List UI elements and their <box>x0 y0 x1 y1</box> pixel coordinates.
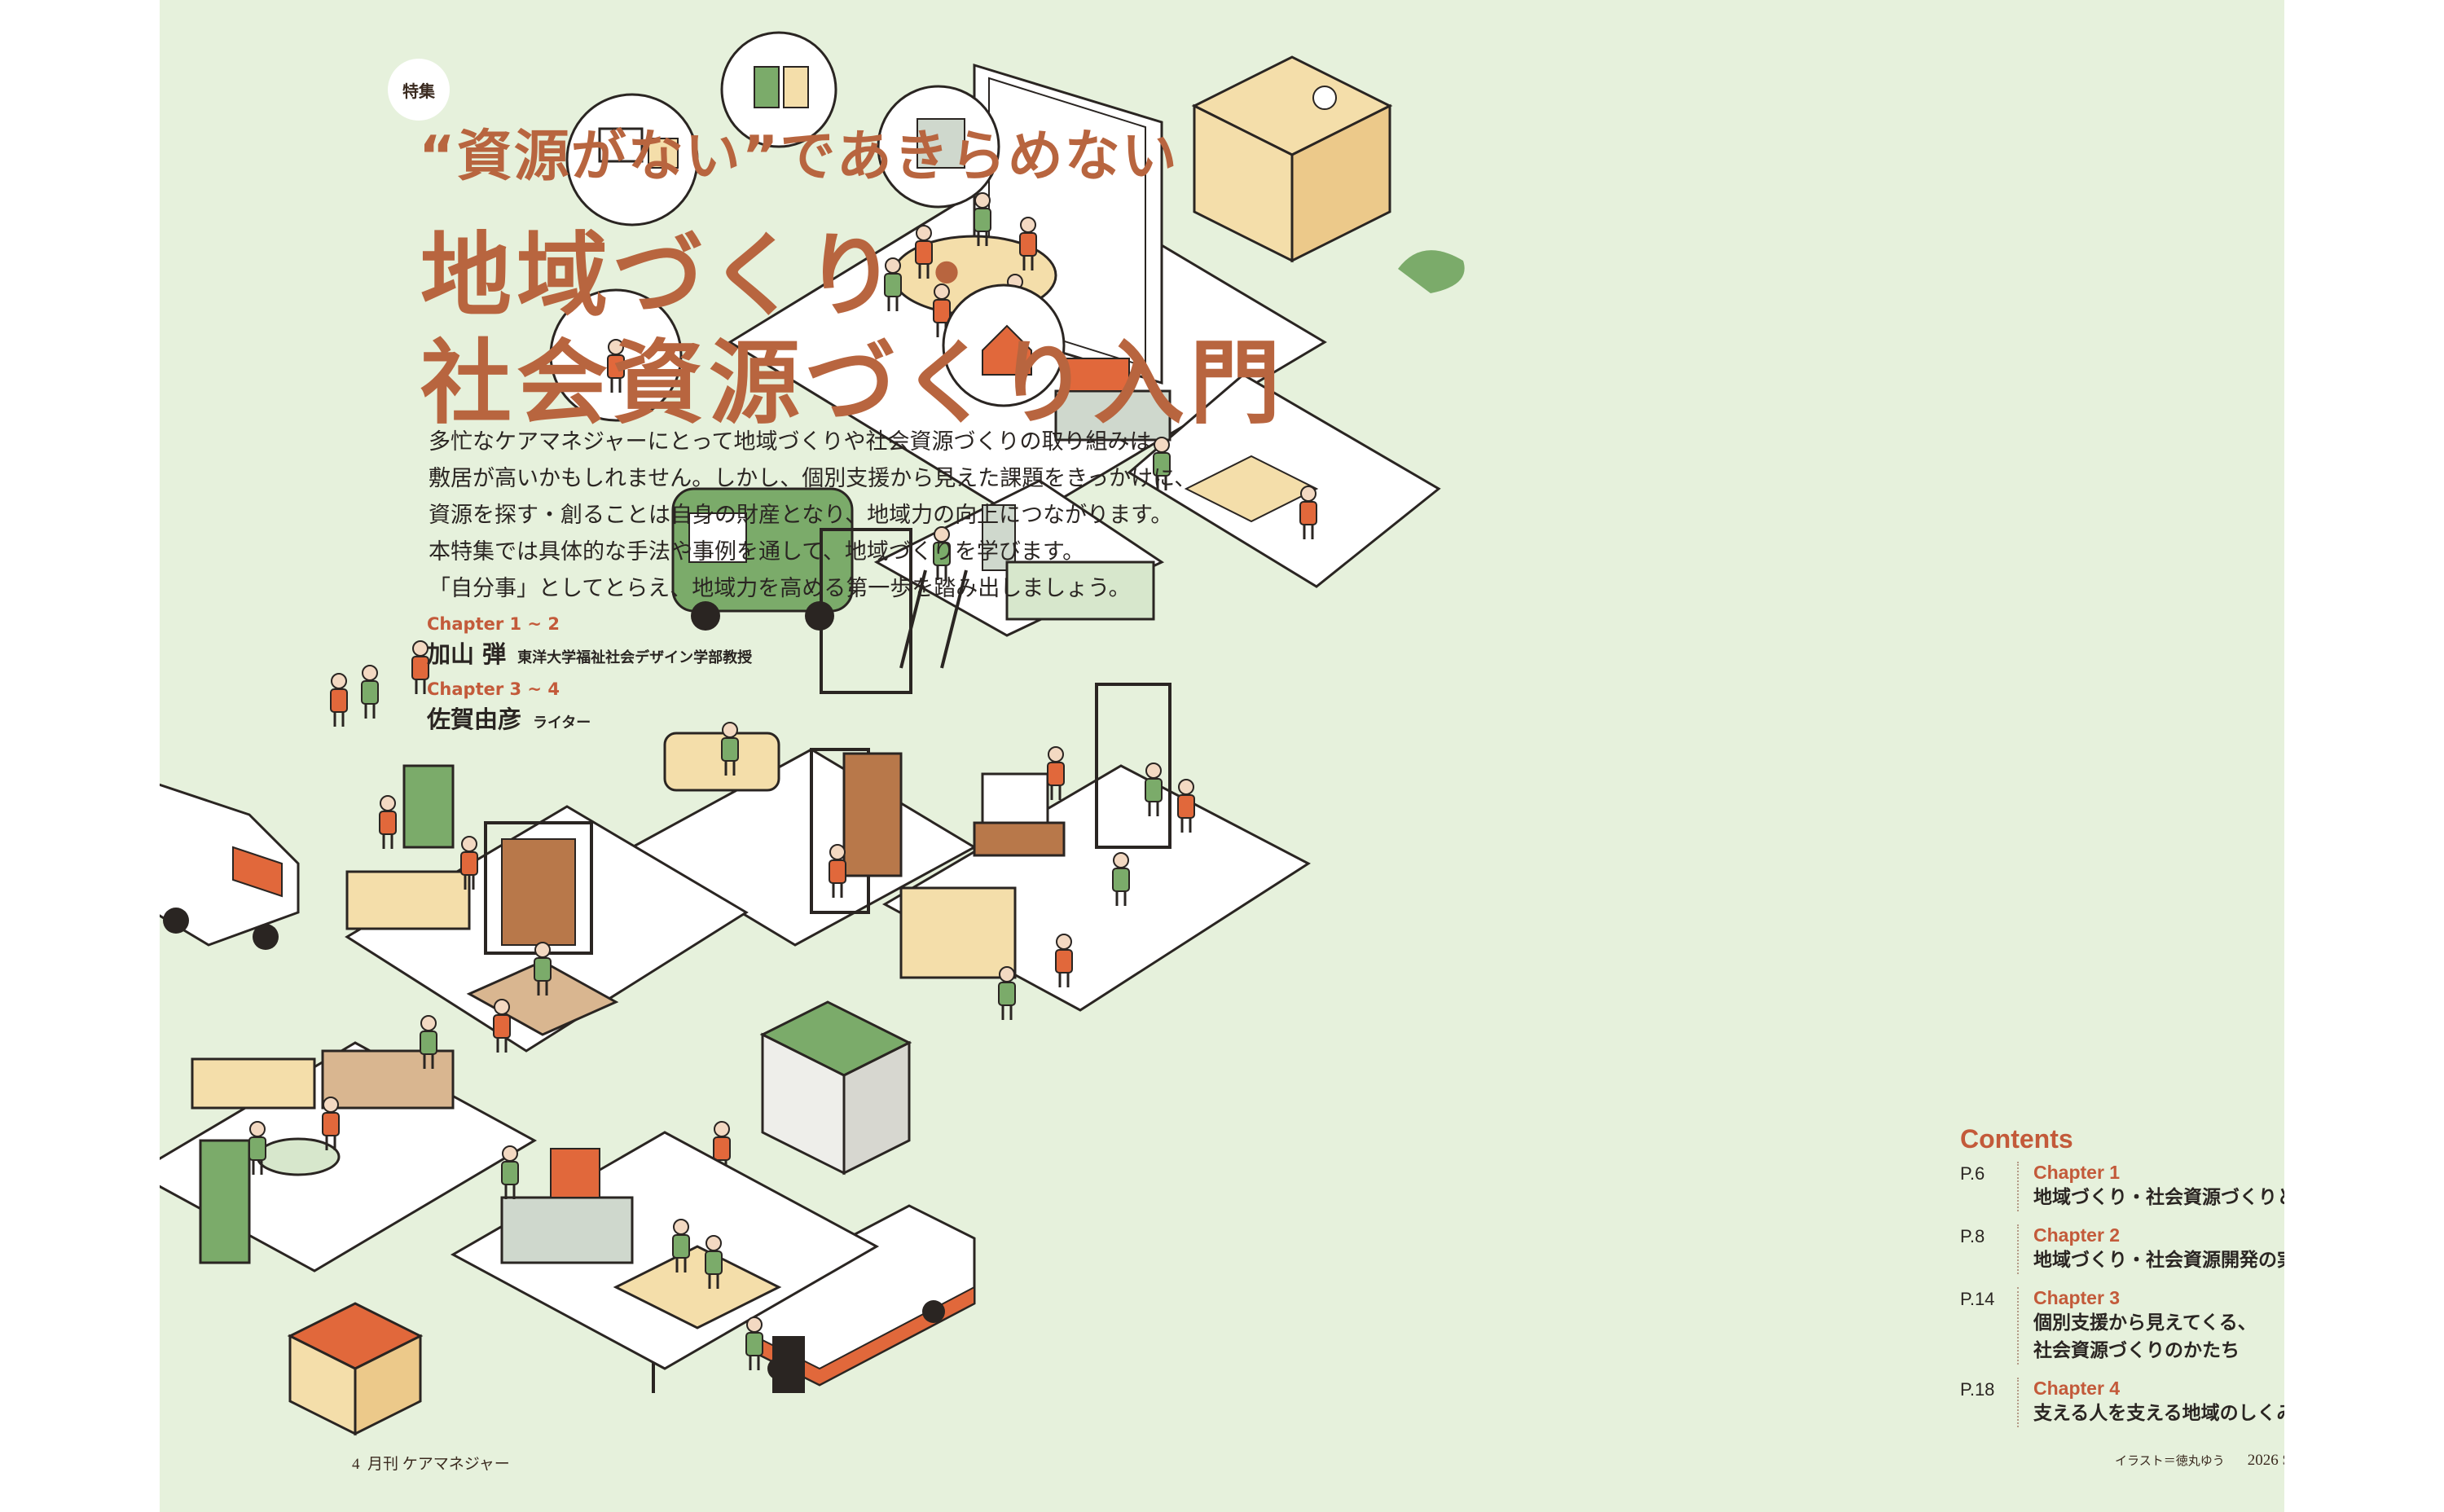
author-name: 佐賀由彦 <box>427 705 522 733</box>
lead-line: 「自分事」としてとらえ、地域力を高める第一歩を踏み出しましょう。 <box>429 576 1131 601</box>
lead-line: 資源を探す・創ることは自身の財産となり、地域力の向上につながります。 <box>429 503 1173 528</box>
credit-author: 佐賀由彦ライター <box>427 701 591 735</box>
dining-scene <box>345 764 749 1054</box>
child-figure <box>329 672 349 728</box>
author-name: 加山 弾 <box>427 640 507 668</box>
child-figure <box>360 664 380 720</box>
page-number: 4 <box>352 1456 360 1473</box>
shop-building <box>287 1302 424 1436</box>
toc-item[interactable]: P.6 Chapter 1 地域づくり・社会資源づくりとは？ <box>1960 1162 2284 1211</box>
reception-scene <box>160 1014 538 1272</box>
author-role: ライター <box>533 714 591 732</box>
table-of-contents: P.6 Chapter 1 地域づくり・社会資源づくりとは？ P.8 Chapt… <box>1960 1162 2284 1440</box>
feature-title-line-2: 社会資源づくり入門 <box>420 331 1286 437</box>
magazine-title: 月刊 ケアマネジャー <box>367 1456 510 1473</box>
isometric-town-illustration <box>160 31 1465 1436</box>
feature-subtitle: “資源がない”であきらめない <box>419 125 1179 189</box>
toc-item[interactable]: P.14 Chapter 3 個別支援から見えてくる、 社会資源づくりのかたち <box>1960 1287 2284 1365</box>
lead-paragraph: 多忙なケアマネジャーにとって地域づくりや社会資源づくりの取り組みは 敷居が高いか… <box>429 424 1259 607</box>
toc-page-number: P.14 <box>1960 1289 1995 1309</box>
office-scene <box>1054 358 1441 588</box>
toc-page-number: P.6 <box>1960 1163 1985 1184</box>
meeting-room-scene <box>549 31 1327 523</box>
contents-heading: Contents <box>1960 1124 2073 1154</box>
ambulance <box>160 783 300 950</box>
lead-line: 多忙なケアマネジャーにとって地域づくりや社会資源づくりの取り組みは <box>429 429 1152 455</box>
toc-title: 社会資源づくりのかたち <box>2033 1340 2240 1361</box>
feature-tag: 特集 <box>388 59 450 121</box>
toc-chapter: Chapter 3 <box>2033 1287 2121 1308</box>
feature-title-line-1: 地域づくり・ <box>420 223 997 329</box>
credit-chapter: Chapter 1 ~ 2 <box>427 614 560 634</box>
issue-date: 2026 September <box>2247 1452 2284 1469</box>
food-prep-scene <box>450 1131 880 1393</box>
hospital-building <box>759 1000 912 1176</box>
illustrator-credit: イラスト＝徳丸ゆう <box>2115 1453 2225 1468</box>
bus-scene <box>671 487 854 631</box>
author-role: 東洋大学福祉社会デザイン学部教授 <box>517 649 753 666</box>
recreation-scene <box>881 683 1311 1022</box>
kitchen-ladder-scene <box>820 479 1165 694</box>
lead-line: 敷居が高いかもしれません。しかし、個別支援から見えた課題をきっかけに、 <box>429 466 1197 491</box>
toc-title: 個別支援から見えてくる、 <box>2033 1312 2257 1334</box>
toc-chapter: Chapter 1 <box>2033 1162 2121 1183</box>
toc-item[interactable]: P.8 Chapter 2 地域づくり・社会資源開発の実際 <box>1960 1224 2284 1274</box>
school-building <box>1191 55 1465 293</box>
toc-chapter: Chapter 2 <box>2033 1224 2121 1246</box>
toc-page-number: P.18 <box>1960 1379 1995 1400</box>
magazine-spread: 特集 “資源がない”であきらめない 地域づくり・ 社会資源づくり入門 多忙なケア… <box>160 0 2284 1512</box>
toc-title: 地域づくり・社会資源開発の実際 <box>2033 1250 2284 1271</box>
elder-figure <box>411 640 430 696</box>
toc-item[interactable]: P.18 Chapter 4 支える人を支える地域のしくみ <box>1960 1378 2284 1427</box>
credit-author: 加山 弾東洋大学福祉社会デザイン学部教授 <box>427 635 752 670</box>
credit-chapter: Chapter 3 ~ 4 <box>427 679 560 699</box>
folio-left: 4 月刊 ケアマネジャー <box>352 1452 510 1474</box>
lead-line: 本特集では具体的な手法や事例を通して、地域づくりを学びます。 <box>429 539 1085 565</box>
toc-title: 支える人を支える地域のしくみ <box>2033 1403 2284 1424</box>
toc-chapter: Chapter 4 <box>2033 1378 2121 1399</box>
toc-page-number: P.8 <box>1960 1226 1985 1246</box>
toc-title: 地域づくり・社会資源づくりとは？ <box>2033 1187 2284 1208</box>
